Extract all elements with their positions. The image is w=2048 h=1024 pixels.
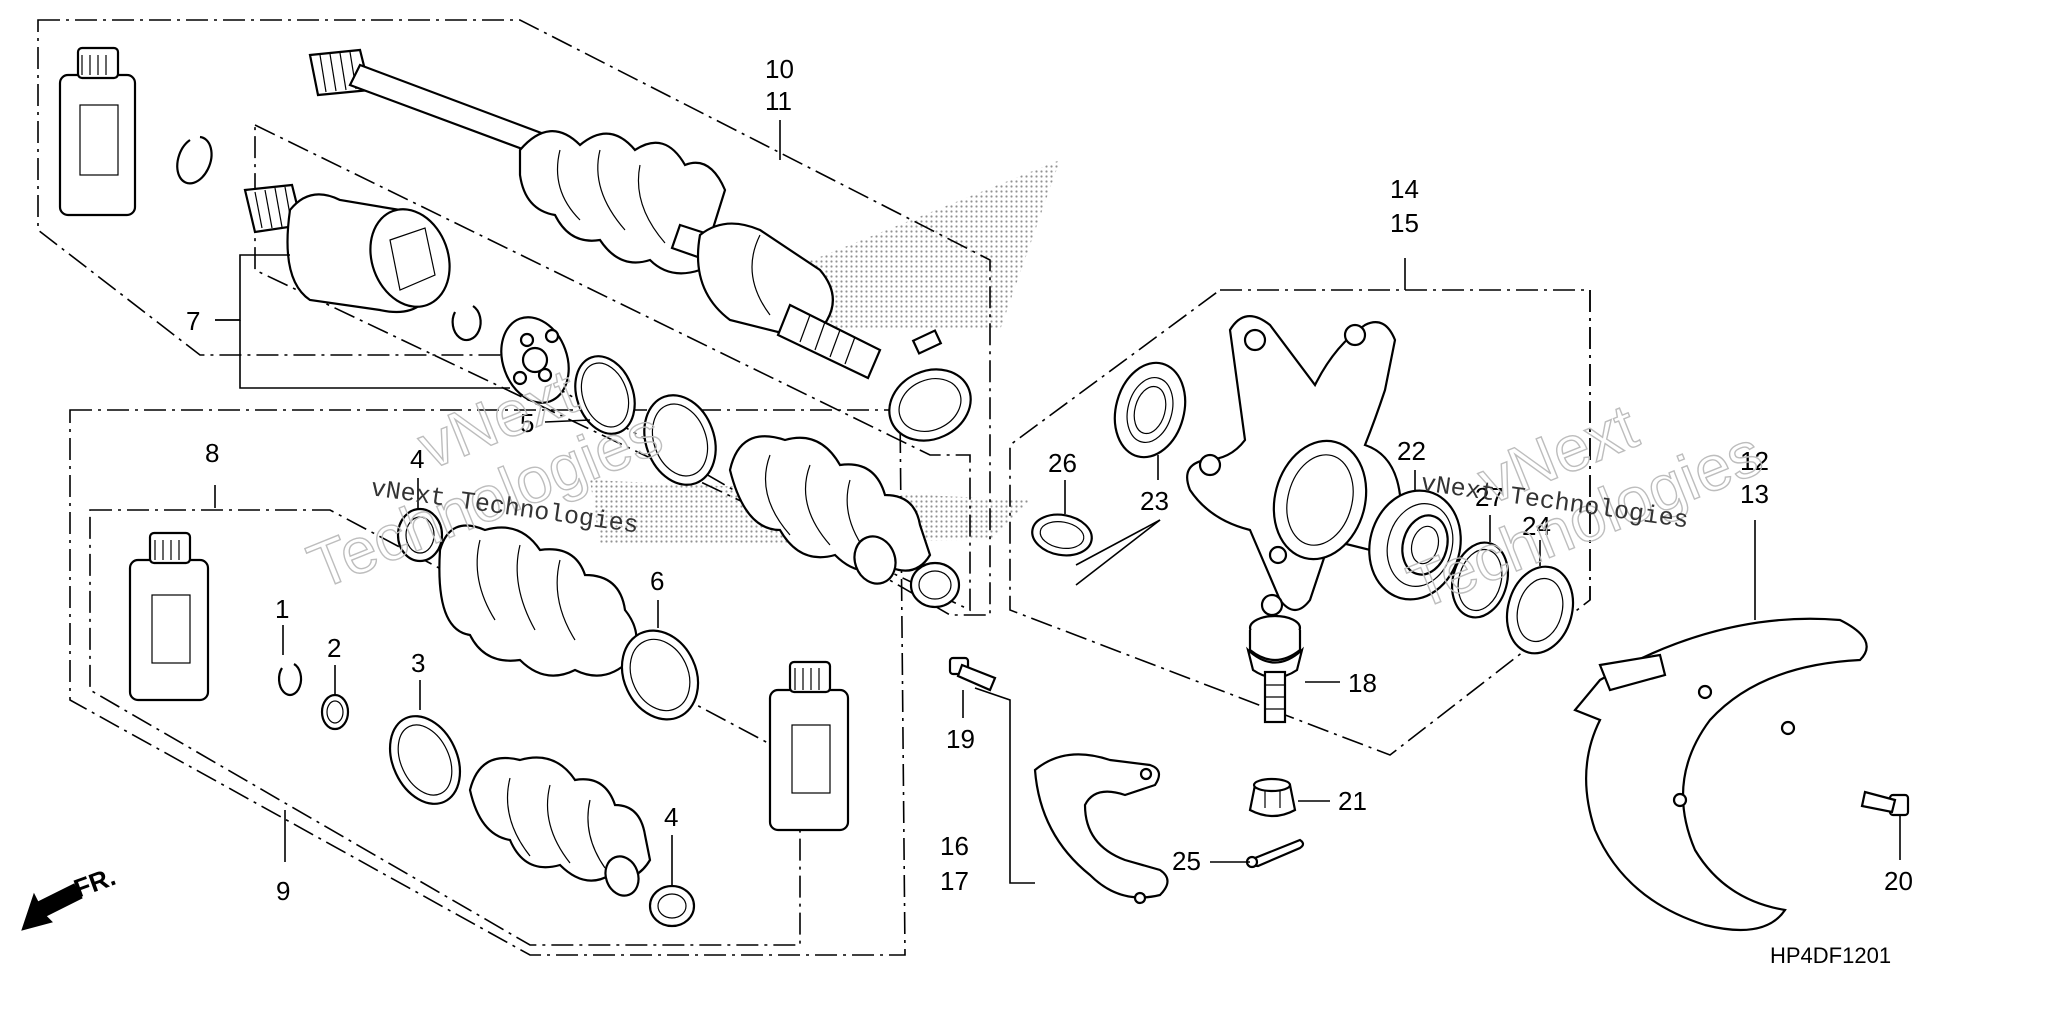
- cotter-pin-25: [1245, 838, 1305, 869]
- seal-24: [1505, 565, 1575, 655]
- callout-24: 24: [1522, 511, 1551, 541]
- callout-8: 8: [205, 438, 219, 468]
- callout-22: 22: [1397, 436, 1426, 466]
- callout-7: 7: [186, 306, 200, 336]
- callout-6: 6: [650, 566, 664, 596]
- callout-19: 19: [946, 724, 975, 754]
- ball-joint-18: [1246, 614, 1304, 724]
- diagram-code: HP4DF1201: [1770, 943, 1891, 968]
- callout-12: 12: [1740, 446, 1769, 476]
- snap-ring-5: [574, 355, 636, 435]
- callout-4-upper: 4: [410, 444, 424, 474]
- callout-27: 27: [1475, 482, 1504, 512]
- callout-15: 15: [1390, 208, 1419, 238]
- callout-labels: 10 11 7 5 8 4 6 1 2 3 9 4 14 15 26 23 22…: [186, 54, 1913, 906]
- grease-bottle-lower-left: [128, 531, 210, 702]
- grease-bottle-top-left: [58, 46, 137, 217]
- circlip-top-left: [176, 135, 213, 185]
- brake-guard-16-17: [1033, 753, 1169, 905]
- seal-23: [1113, 361, 1187, 459]
- steering-knuckle: [1186, 315, 1402, 617]
- callout-25: 25: [1172, 846, 1201, 876]
- outer-boot-lower: [438, 524, 638, 677]
- leader-lines: [214, 120, 1901, 885]
- callout-3: 3: [411, 648, 425, 678]
- boot-band-middle: [643, 394, 717, 486]
- castle-nut-21: [1248, 777, 1297, 818]
- callout-4-lower: 4: [664, 802, 678, 832]
- callout-20: 20: [1884, 866, 1913, 896]
- bolt-19: [948, 656, 997, 692]
- inner-boot-lower: [468, 756, 652, 897]
- callout-5: 5: [520, 408, 534, 438]
- boot-band-6: [620, 629, 700, 721]
- ring-26: [1031, 513, 1093, 557]
- callout-14: 14: [1390, 174, 1419, 204]
- callout-17: 17: [940, 866, 969, 896]
- small-boot-band-4-upper: [396, 507, 444, 563]
- callout-18: 18: [1348, 668, 1377, 698]
- callout-2: 2: [327, 633, 341, 663]
- circlip-2: [320, 693, 350, 731]
- callout-9: 9: [276, 876, 290, 906]
- front-driveshaft-assembly: [308, 48, 882, 380]
- bearing-22: [1368, 489, 1462, 601]
- boot-band-3: [388, 715, 462, 805]
- boot-band-upper-right: [888, 329, 972, 442]
- small-circlip-7: [451, 305, 482, 342]
- grease-bottle-lower-right: [768, 660, 850, 832]
- callout-13: 13: [1740, 479, 1769, 509]
- small-boot-band-middle: [909, 561, 961, 609]
- small-boot-band-4-lower: [648, 884, 696, 928]
- watermark-right: vNext Technologies vNext Technologies: [1398, 389, 1773, 624]
- callout-26: 26: [1048, 448, 1077, 478]
- group-outlines: [37, 19, 1591, 956]
- callout-23: 23: [1140, 486, 1169, 516]
- front-direction-arrow: FR.: [21, 861, 120, 931]
- bolt-20: [1860, 790, 1910, 817]
- callout-16: 16: [940, 831, 969, 861]
- front-arrow-label: FR.: [70, 861, 120, 904]
- snap-ring-27: [1451, 541, 1509, 619]
- callout-21: 21: [1338, 786, 1367, 816]
- outer-boot-middle: [728, 435, 932, 585]
- callout-10: 10: [765, 54, 794, 84]
- stipple-shading-upper: [800, 160, 1060, 330]
- callout-1: 1: [275, 594, 289, 624]
- cv-joint-cage: [500, 316, 570, 404]
- circlip-1: [277, 663, 303, 696]
- inner-cv-joint: [243, 183, 451, 314]
- dust-shield-12-13: [1573, 617, 1868, 932]
- callout-11: 11: [765, 86, 792, 116]
